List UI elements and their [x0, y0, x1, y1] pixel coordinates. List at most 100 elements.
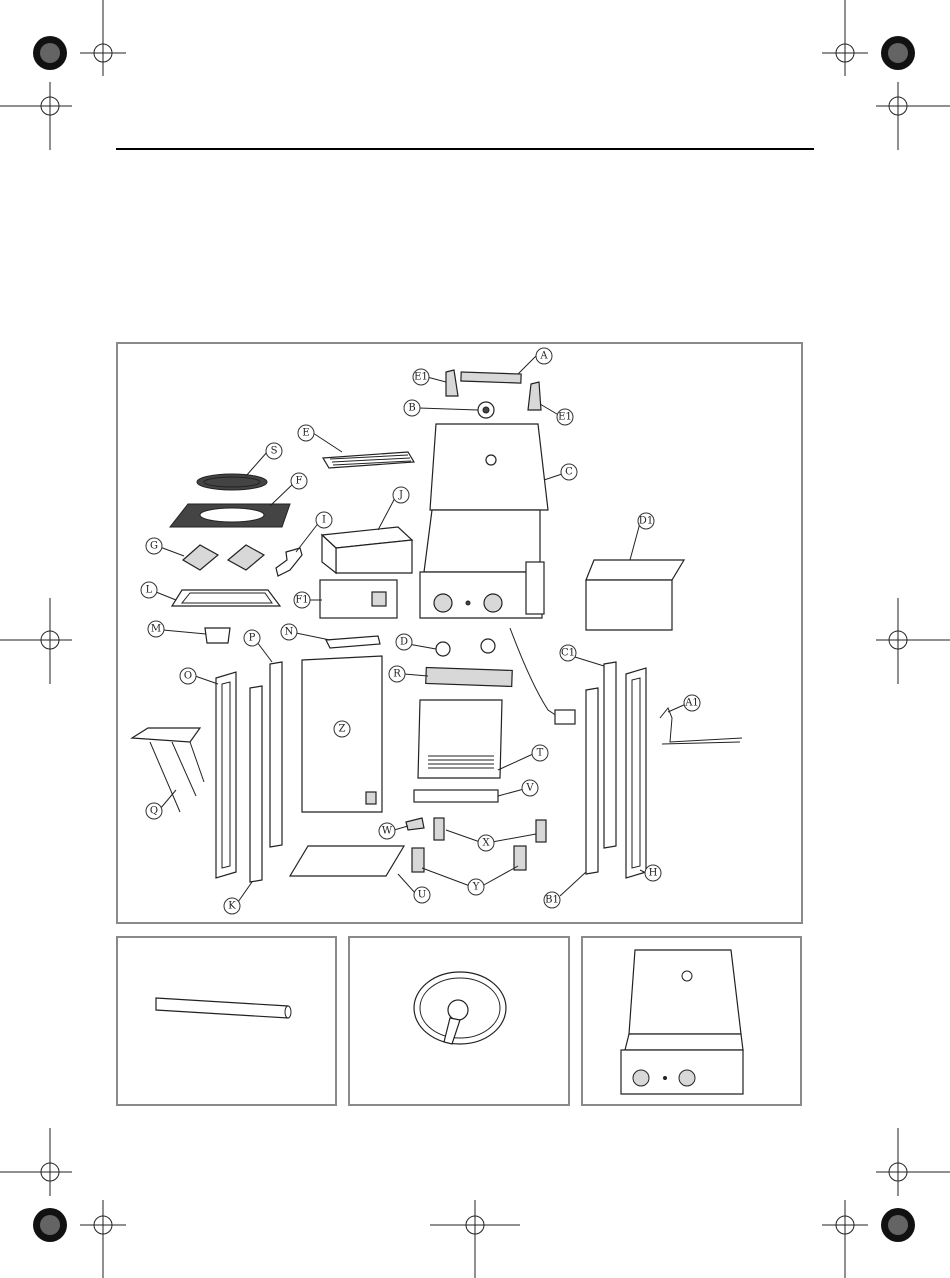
registration-mark-icon [33, 36, 67, 70]
callout-T-text: T [537, 748, 544, 759]
callout-E1-right-text: E1 [558, 412, 572, 423]
part-crossover-tube [276, 548, 302, 576]
detail-panel-assembled-grill [581, 936, 802, 1106]
part-side-shelf-bracket [322, 527, 412, 573]
part-side-burner [586, 560, 684, 630]
part-heat-shield [426, 667, 513, 686]
callout-K-text: K [228, 901, 236, 912]
callout-H-text: H [649, 868, 658, 879]
detail-thermometer-drawing [350, 938, 568, 1104]
crosshair-icon [0, 0, 126, 150]
callout-U: U [414, 887, 430, 903]
part-leg-left [250, 686, 262, 882]
callout-L: L [141, 582, 157, 598]
detail-handle-drawing [118, 938, 335, 1104]
callout-L-text: L [146, 585, 153, 596]
callout-F: F [291, 473, 307, 489]
callout-U-text: U [418, 890, 426, 901]
callout-C: C [561, 464, 577, 480]
callout-E1-right: E1 [557, 409, 573, 425]
callout-D1-text: D1 [639, 516, 653, 527]
callout-O: O [180, 668, 196, 684]
part-flame-tamer-1 [183, 545, 218, 570]
part-cooking-grid [170, 504, 290, 527]
callout-D1: D1 [638, 513, 654, 529]
part-handle-bracket-right [528, 382, 541, 410]
callout-N: N [281, 624, 297, 640]
detail-panel-handle [116, 936, 337, 1106]
callout-B-text: B [408, 403, 415, 414]
part-towel-bar [660, 708, 742, 744]
part-control-knob-2 [481, 639, 495, 653]
part-burner-tube [326, 636, 380, 648]
part-handle-bracket-left [446, 370, 458, 396]
callout-W: W [379, 823, 395, 839]
callout-S-text: S [271, 446, 278, 457]
part-caster-2 [536, 820, 546, 842]
callout-F1: F1 [294, 592, 310, 608]
exploded-view-panel: A E1 B E1 E C S F J D1 I G L F1 M N D P … [116, 342, 803, 924]
callout-A1: A1 [684, 695, 700, 711]
callout-P: P [244, 630, 260, 646]
callout-R-text: R [393, 669, 401, 680]
header-rule [116, 148, 814, 150]
callout-I-text: I [322, 515, 326, 526]
part-thermometer-center [483, 407, 489, 413]
part-bottom-shelf [290, 846, 404, 876]
callout-O-text: O [184, 671, 192, 682]
callout-A: A [536, 348, 552, 364]
part-round-grate [197, 474, 267, 490]
part-drip-tray [172, 590, 280, 606]
callout-V: V [522, 780, 538, 796]
callout-F-text: F [296, 476, 303, 487]
part-control-knob-1 [436, 642, 450, 656]
part-cross-brace [414, 790, 498, 802]
callout-G-text: G [150, 541, 158, 552]
callout-J-text: J [398, 490, 403, 501]
callout-X-text: X [482, 838, 490, 849]
callout-Q-text: Q [150, 806, 158, 817]
callout-D: D [396, 634, 412, 650]
callout-S: S [266, 443, 282, 459]
callout-A-text: A [539, 351, 548, 362]
registration-mark-icon [881, 36, 915, 70]
callout-X: X [478, 835, 494, 851]
part-right-side-panel [626, 668, 646, 878]
callout-N-text: N [285, 627, 294, 638]
part-leg-right [586, 688, 598, 874]
callout-I: I [316, 512, 332, 528]
callout-Y-text: Y [472, 882, 480, 893]
callout-E1-text: E1 [414, 372, 428, 383]
crosshair-icon [822, 0, 950, 150]
crosshair-icon [0, 1128, 950, 1278]
callout-Z-text: Z [339, 724, 346, 735]
detail-assembled-grill-drawing [583, 938, 800, 1104]
callout-Y: Y [468, 879, 484, 895]
part-left-side-panel [216, 672, 236, 878]
callout-B: B [404, 400, 420, 416]
part-caster-1 [434, 818, 444, 840]
callout-R: R [389, 666, 405, 682]
part-handle-bar [461, 372, 521, 383]
part-leg-rear-right [604, 662, 616, 848]
callout-J: J [393, 487, 409, 503]
callout-Z: Z [334, 721, 350, 737]
callout-M-text: M [151, 624, 161, 635]
callout-W-text: W [382, 826, 393, 837]
exploded-view-diagram: A E1 B E1 E C S F J D1 I G L F1 M N D P … [118, 344, 801, 922]
part-gas-hose [510, 628, 560, 718]
callout-G: G [146, 538, 162, 554]
callout-C1: C1 [560, 645, 576, 661]
callout-H: H [645, 865, 661, 881]
part-wheel-2 [514, 846, 526, 870]
callout-D-text: D [400, 637, 408, 648]
callout-T: T [532, 745, 548, 761]
callout-E: E [298, 425, 314, 441]
callout-E1-top: E1 [413, 369, 429, 385]
callout-E-text: E [302, 428, 309, 439]
part-regulator [555, 710, 575, 724]
callout-C1-text: C1 [561, 648, 575, 659]
callout-P-text: P [249, 633, 256, 644]
part-warming-rack [323, 452, 414, 468]
callout-F1-text: F1 [295, 595, 308, 606]
